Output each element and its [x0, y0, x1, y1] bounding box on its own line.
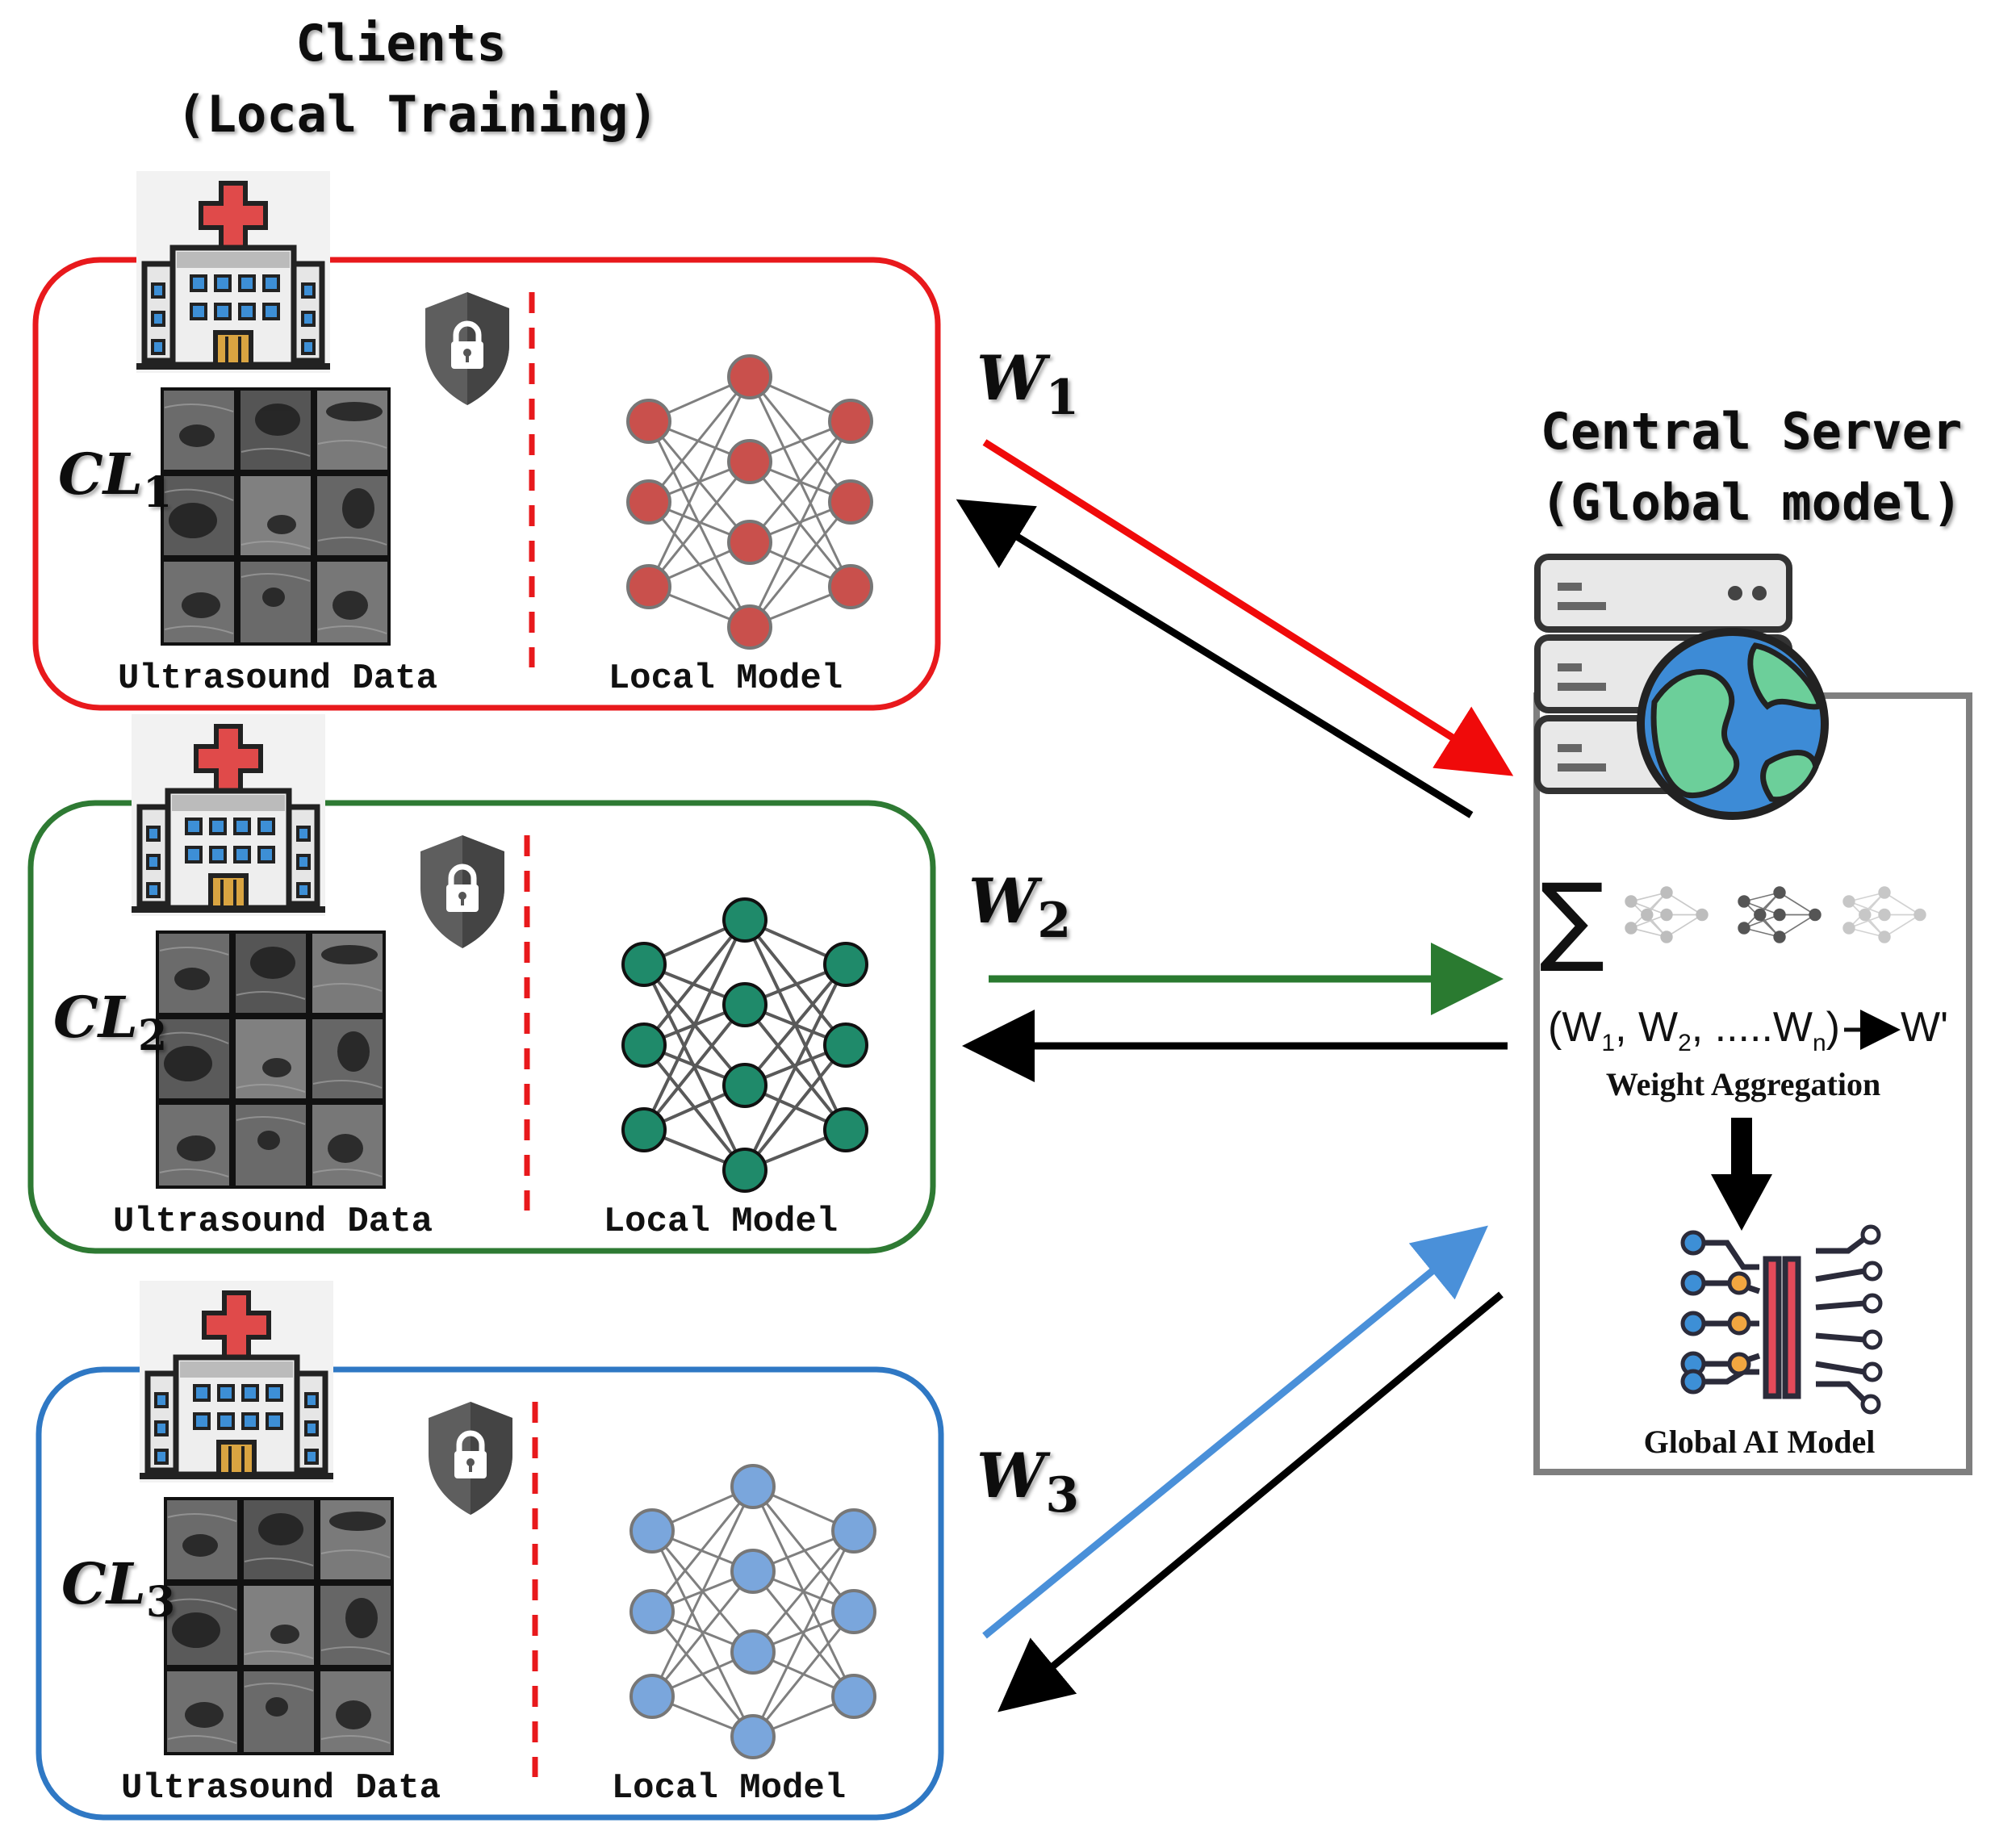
global-ai-model-label: Global AI Model — [1644, 1424, 1876, 1460]
ultrasound-data-label: Ultrasound Data — [113, 1202, 433, 1242]
network-node — [831, 1589, 876, 1634]
network-node — [828, 479, 873, 525]
network-node — [722, 1148, 768, 1193]
ai-chip-nodes — [1680, 1224, 1883, 1415]
network-node — [722, 897, 768, 943]
sum-symbol: ∑ — [1540, 864, 1605, 976]
network-node — [831, 1674, 876, 1719]
network-node — [828, 564, 873, 609]
uplink-arrow-cl3 — [982, 1225, 1488, 1639]
network-node — [727, 439, 772, 484]
network-node — [831, 1508, 876, 1554]
network-node — [626, 564, 671, 609]
local-model-label: Local Model — [604, 1202, 838, 1242]
ultrasound-image-grid — [161, 387, 391, 646]
network-node — [629, 1674, 675, 1719]
server-title-line2: (Global model) — [1541, 473, 1963, 532]
network-node — [730, 1464, 776, 1509]
network-node — [629, 1589, 675, 1634]
network-node — [722, 1063, 768, 1108]
ultrasound-image-grid — [164, 1497, 394, 1755]
network-node — [730, 1549, 776, 1594]
downlink-arrow-cl1 — [956, 499, 1474, 818]
aggregation-formula: (W1, W2, .....Wn) — [1548, 1004, 1840, 1056]
ultrasound-data-label: Ultrasound Data — [118, 659, 437, 699]
network-node — [730, 1629, 776, 1675]
hospital-icon — [140, 1281, 333, 1482]
local-model-network-icon — [621, 897, 868, 1193]
downlink-arrow-cl3 — [998, 1291, 1504, 1712]
hospital-icon — [136, 171, 330, 373]
clients-title-line2: (Local Training) — [176, 85, 658, 144]
network-node — [629, 1508, 675, 1554]
network-node — [727, 520, 772, 565]
network-node — [621, 942, 667, 987]
network-node — [621, 1022, 667, 1068]
server-globe-icon — [1534, 554, 1829, 820]
local-model-network-icon — [629, 1464, 876, 1759]
aggregation-down-arrow-head — [1711, 1174, 1772, 1231]
local-model-label: Local Model — [609, 659, 843, 699]
local-model-label: Local Model — [612, 1768, 846, 1809]
server-panel: ∑ (W1, W2, .....Wn) W' Weight Aggregatio… — [1533, 554, 1972, 1475]
network-node — [823, 942, 868, 987]
network-node — [823, 1107, 868, 1152]
ultrasound-image-grid — [156, 930, 386, 1189]
client-id-label: CL1 — [58, 441, 172, 517]
clients-title-line1: Clients — [295, 14, 506, 73]
ultrasound-data-label: Ultrasound Data — [121, 1768, 441, 1809]
hospital-icon — [132, 714, 325, 916]
weight-aggregation-label: Weight Aggregation — [1606, 1066, 1880, 1102]
server-box — [1533, 692, 1972, 1475]
client-id-label: CL2 — [53, 984, 167, 1060]
aggregation-result: W' — [1901, 1004, 1948, 1051]
network-node — [828, 399, 873, 444]
weight-label-w2: W2 — [968, 865, 1071, 949]
network-node — [722, 982, 768, 1027]
weight-label-w3: W3 — [977, 1440, 1079, 1524]
network-node — [730, 1714, 776, 1759]
network-node — [823, 1022, 868, 1068]
network-node — [727, 354, 772, 399]
network-node — [626, 399, 671, 444]
local-model-network-icon — [626, 354, 873, 650]
communication-arrows — [956, 439, 1514, 1712]
network-node — [626, 479, 671, 525]
network-node — [621, 1107, 667, 1152]
uplink-arrow-cl1 — [982, 439, 1514, 776]
server-title-line1: Central Server — [1541, 402, 1963, 461]
weight-label-w1: W1 — [977, 342, 1079, 426]
client-id-label: CL3 — [61, 1550, 175, 1627]
network-node — [727, 604, 772, 650]
